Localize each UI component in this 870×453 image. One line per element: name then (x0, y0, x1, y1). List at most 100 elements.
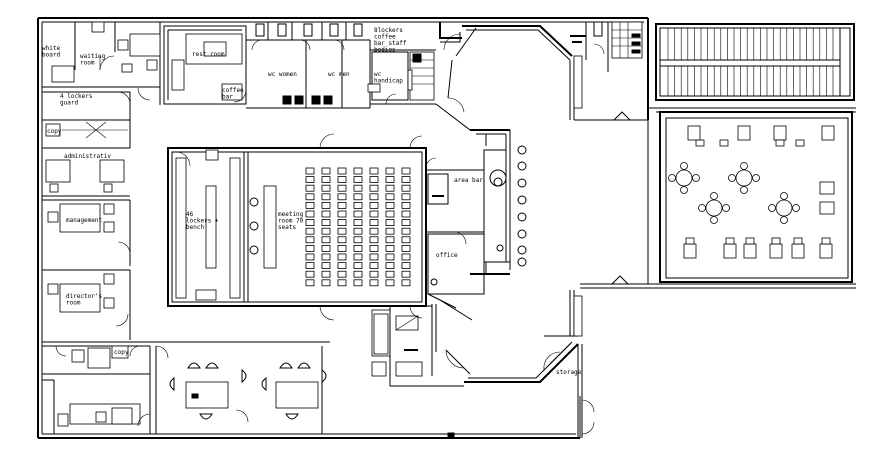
cafe-chair (685, 237, 695, 245)
meeting-seat (401, 270, 411, 278)
meeting-seat (321, 227, 331, 235)
meeting-seat (353, 253, 363, 261)
label-management: management (66, 217, 103, 224)
locker-chairs (249, 197, 259, 255)
cafe-chair (792, 204, 800, 212)
meeting-seat (369, 201, 379, 209)
meeting-seat (337, 236, 347, 244)
label-rest-room: rest room (192, 51, 225, 58)
lower-left-offices (42, 341, 330, 434)
meeting-seat (321, 210, 331, 218)
meeting-seat (337, 167, 347, 175)
meeting-seat (305, 210, 315, 218)
cafe-dining (580, 107, 856, 289)
staircase (655, 23, 855, 101)
cafe-chair (773, 125, 787, 141)
meeting-seat (305, 167, 315, 175)
cafe-chair (771, 237, 781, 245)
meeting-seat (401, 167, 411, 175)
meeting-seat (337, 270, 347, 278)
meeting-seat (385, 236, 395, 244)
meeting-seat (385, 253, 395, 261)
meeting-seat (385, 210, 395, 218)
cafe-chair (745, 237, 755, 245)
label-storage: storage (556, 369, 582, 376)
meeting-seat (305, 201, 315, 209)
meeting-seat (321, 219, 331, 227)
meeting-seat (385, 193, 395, 201)
meeting-seat (401, 201, 411, 209)
meeting-seat (321, 201, 331, 209)
cafe-chair (698, 204, 706, 212)
meeting-block (167, 133, 427, 321)
stair-treads (667, 28, 834, 96)
lower-lobby (431, 299, 579, 383)
meeting-seat (401, 176, 411, 184)
meeting-seat (305, 193, 315, 201)
cafe-chair (768, 204, 776, 212)
cafe-chair (775, 139, 785, 147)
meeting-seat (401, 219, 411, 227)
meeting-seat (305, 236, 315, 244)
meeting-seat (401, 227, 411, 235)
meeting-seat (353, 201, 363, 209)
meeting-seat (305, 253, 315, 261)
cafe-chair (722, 204, 730, 212)
meeting-seat (401, 210, 411, 218)
meeting-seat (353, 184, 363, 192)
label-copy-2: copy (114, 349, 129, 356)
meeting-seat (401, 184, 411, 192)
right-corridor (569, 21, 648, 121)
cafe-chair (740, 186, 748, 194)
cafe-chair (819, 243, 833, 259)
meeting-seat (385, 176, 395, 184)
meeting-seat (321, 167, 331, 175)
meeting-seat (401, 262, 411, 270)
meeting-seat (305, 176, 315, 184)
meeting-seat (305, 262, 315, 270)
meeting-seat (337, 193, 347, 201)
cafe-chair (737, 125, 751, 141)
meeting-seat (369, 244, 379, 252)
meeting-seat (321, 270, 331, 278)
label-office: office (436, 252, 458, 259)
cafe-chair (728, 174, 736, 182)
meeting-seat (321, 184, 331, 192)
rest-room-area (163, 25, 247, 105)
cafe-chair (740, 162, 748, 170)
meeting-seat (369, 210, 379, 218)
meeting-seat (401, 253, 411, 261)
meeting-seat (321, 176, 331, 184)
meeting-seat (369, 262, 379, 270)
left-admin-wing (42, 91, 131, 340)
wc-block (246, 22, 371, 109)
meeting-seat (369, 270, 379, 278)
bar-stools (517, 145, 527, 267)
meeting-seat (305, 270, 315, 278)
top-left-rooms (42, 21, 161, 105)
meeting-seat (305, 244, 315, 252)
cafe-chair (725, 237, 735, 245)
meeting-seat (337, 227, 347, 235)
outer-walls (37, 17, 649, 439)
meeting-seat (353, 167, 363, 175)
meeting-seat (337, 219, 347, 227)
cafe-chair (687, 125, 701, 141)
cafe-chair (793, 237, 803, 245)
meeting-seat (321, 279, 331, 287)
meeting-seat (321, 236, 331, 244)
meeting-seat (337, 184, 347, 192)
meeting-seat (385, 227, 395, 235)
meeting-seat (369, 193, 379, 201)
central-lobby (435, 22, 573, 275)
cafe-table (705, 199, 723, 217)
meeting-seat (353, 227, 363, 235)
label-wc-men: wc men (328, 71, 350, 78)
cafe-chair (710, 216, 718, 224)
cafe-chair (752, 174, 760, 182)
label-wc-women: wc women (268, 71, 297, 78)
cafe-chair (723, 243, 737, 259)
